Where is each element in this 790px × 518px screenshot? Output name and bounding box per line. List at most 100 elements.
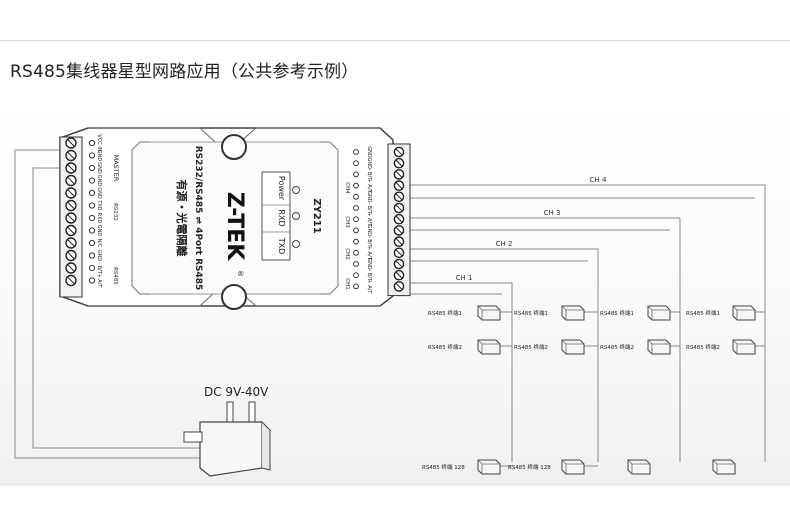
group-label-rs485: RS485 xyxy=(112,267,118,285)
bus-label-ch3: CH 3 xyxy=(544,209,561,217)
right-pin-dot xyxy=(353,182,359,189)
terminal-device xyxy=(477,339,501,355)
left-pin-dot xyxy=(88,277,96,284)
right-terminal-label: GND xyxy=(366,157,372,169)
right-terminal-label: GND xyxy=(366,258,372,270)
page-title: RS485集线器星型网路应用（公共参考示例） xyxy=(10,62,359,82)
panel-bottom-border xyxy=(0,484,790,485)
terminal-label: RS485 终端2 xyxy=(428,343,462,351)
left-pin-dot xyxy=(88,164,96,172)
power-label: DC 9V-40V xyxy=(204,385,269,399)
left-pin-dot xyxy=(88,239,96,247)
terminal-device xyxy=(647,339,671,355)
channel-label: CH4 xyxy=(344,182,350,194)
terminal-device xyxy=(561,305,585,321)
device-subtitle-en: RS232/RS485 ⇌ 4Port RS485 xyxy=(193,146,203,291)
terminal-device xyxy=(561,459,585,475)
brand-logo: Z-TEK xyxy=(222,192,247,261)
bus-label-ch4: CH 4 xyxy=(590,176,607,184)
right-terminal-label: - B/T xyxy=(366,202,372,215)
left-terminal-label: N/C xyxy=(96,239,102,248)
left-terminal-label: VCC IN xyxy=(96,134,102,151)
terminal-label: RS485 终端1 xyxy=(514,309,548,317)
hub-device xyxy=(59,127,394,310)
channel-label: CH3 xyxy=(344,216,350,228)
channel-label: CH1 xyxy=(344,278,350,289)
right-pin-dot xyxy=(353,149,359,155)
right-pin-dot xyxy=(353,160,359,167)
right-terminal-label: + A/T xyxy=(366,179,372,194)
left-pin-dot xyxy=(88,177,96,184)
terminal-label: RS485 终端 128 xyxy=(422,463,465,471)
terminal-label: RS485 终端1 xyxy=(428,309,462,317)
right-terminal-label: - B/T xyxy=(366,169,372,182)
right-terminal-label: + A/T xyxy=(366,246,372,261)
terminal-device xyxy=(732,339,756,355)
left-pin-dot xyxy=(88,152,96,159)
right-pin-dot xyxy=(353,238,359,245)
bus-label-ch2: CH 2 xyxy=(496,240,513,248)
left-terminal-label: GND xyxy=(96,150,102,162)
right-pin-dot xyxy=(353,171,359,178)
left-pin-dot xyxy=(88,214,96,222)
power-adapter xyxy=(183,401,271,477)
right-pin-dot xyxy=(353,272,359,279)
terminal-device xyxy=(732,305,756,321)
left-pin-dot xyxy=(88,227,96,234)
device-model: ZY211 xyxy=(311,198,322,233)
left-terminal-label: + A/T xyxy=(96,274,102,289)
left-terminal-label: GND xyxy=(96,250,102,262)
led-label-power: Power xyxy=(277,176,286,201)
bus-label-ch1: CH 1 xyxy=(456,274,473,282)
header-divider xyxy=(0,40,790,41)
led-label-txd: TXD xyxy=(277,237,286,255)
terminal-label: RS485 终端 128 xyxy=(508,463,551,471)
terminal-label: RS485 终端2 xyxy=(686,343,720,351)
left-terminal-label: RXD xyxy=(96,213,102,224)
right-terminal-label: - B/T xyxy=(366,269,372,282)
mount-hole-top xyxy=(221,134,247,160)
led-label-rxd: RXD xyxy=(277,209,286,226)
device-subtitle-cn: 有源・光電隔離 xyxy=(175,180,189,257)
right-terminal-label: - B/T xyxy=(366,236,372,249)
left-pin-dot xyxy=(88,139,96,147)
terminal-device xyxy=(477,459,501,475)
registered-mark: ® xyxy=(236,270,244,277)
left-terminal-label: - B/T xyxy=(96,262,102,275)
terminal-label: RS485 终端1 xyxy=(600,309,634,317)
left-pin-dot xyxy=(88,202,96,209)
right-pin-dot xyxy=(353,216,359,223)
right-pin-dot xyxy=(353,249,359,256)
power-wires xyxy=(14,149,200,459)
mount-hole-bottom xyxy=(221,284,247,310)
right-pin-dot xyxy=(353,205,359,211)
bus-wires xyxy=(410,184,766,467)
led-txd xyxy=(292,240,300,248)
right-pin-dot xyxy=(353,261,359,267)
left-pin-dot xyxy=(88,189,96,197)
left-terminal-label: GND xyxy=(96,225,102,237)
left-pin-dot xyxy=(88,264,96,272)
group-label-rs232: RS232 xyxy=(112,203,118,221)
channel-label: CH2 xyxy=(344,248,350,259)
left-terminal-label: GND xyxy=(96,175,102,187)
right-pin-dot xyxy=(353,193,359,200)
led-rxd xyxy=(292,212,300,220)
terminal-label: RS485 终端2 xyxy=(514,343,548,351)
terminal-device xyxy=(647,305,671,321)
led-panel xyxy=(261,171,291,261)
terminal-device xyxy=(477,305,501,321)
right-pin-dot xyxy=(353,283,359,290)
right-terminal-label: + A/T xyxy=(366,279,372,294)
right-pin-dot xyxy=(353,227,359,234)
right-terminal-label: + A/T xyxy=(366,212,372,227)
right-terminal-label: GND xyxy=(366,191,372,203)
terminal-device xyxy=(627,459,651,475)
group-label-master: MASTER xyxy=(112,155,120,182)
right-terminal-label: GND xyxy=(366,146,372,158)
terminal-device xyxy=(561,339,585,355)
terminal-device xyxy=(712,459,736,475)
left-pin-dot xyxy=(88,252,96,259)
